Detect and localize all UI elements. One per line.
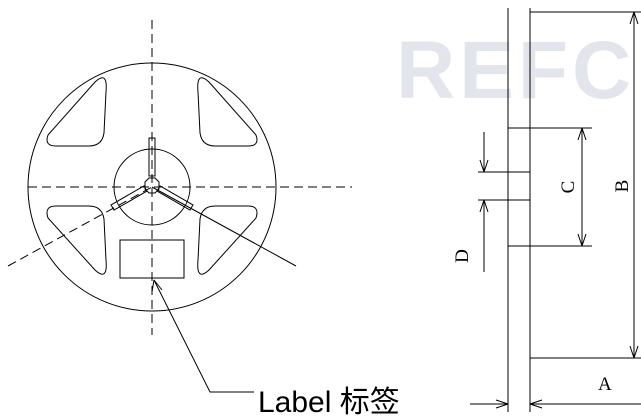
reel-side-view <box>478 8 641 412</box>
dimension-d <box>479 132 489 272</box>
watermark-logo: REFC <box>396 25 636 116</box>
dimension-label-d: D <box>452 249 473 263</box>
center-lines <box>7 20 352 335</box>
dimension-label-b: B <box>612 180 633 193</box>
label-leader-line <box>153 279 254 393</box>
sprocket-hole-top-left <box>46 77 107 147</box>
label-callout-text: Label 标签 <box>258 386 400 419</box>
hub-spoke-left <box>110 185 148 211</box>
hub-spoke-top <box>148 137 156 177</box>
dimension-label-a: A <box>598 374 612 395</box>
dimension-b <box>629 11 639 359</box>
sprocket-hole-bottom-right <box>197 205 258 275</box>
sprocket-hole-bottom-left <box>46 205 107 275</box>
dimension-c <box>577 127 587 247</box>
center-line-diagonal-right <box>151 186 297 267</box>
dimension-a <box>470 399 641 409</box>
center-line-diagonal-left <box>7 186 153 267</box>
sprocket-hole-top-right <box>197 77 258 147</box>
dimension-label-c: C <box>558 181 579 194</box>
hub-side-section <box>507 127 531 247</box>
